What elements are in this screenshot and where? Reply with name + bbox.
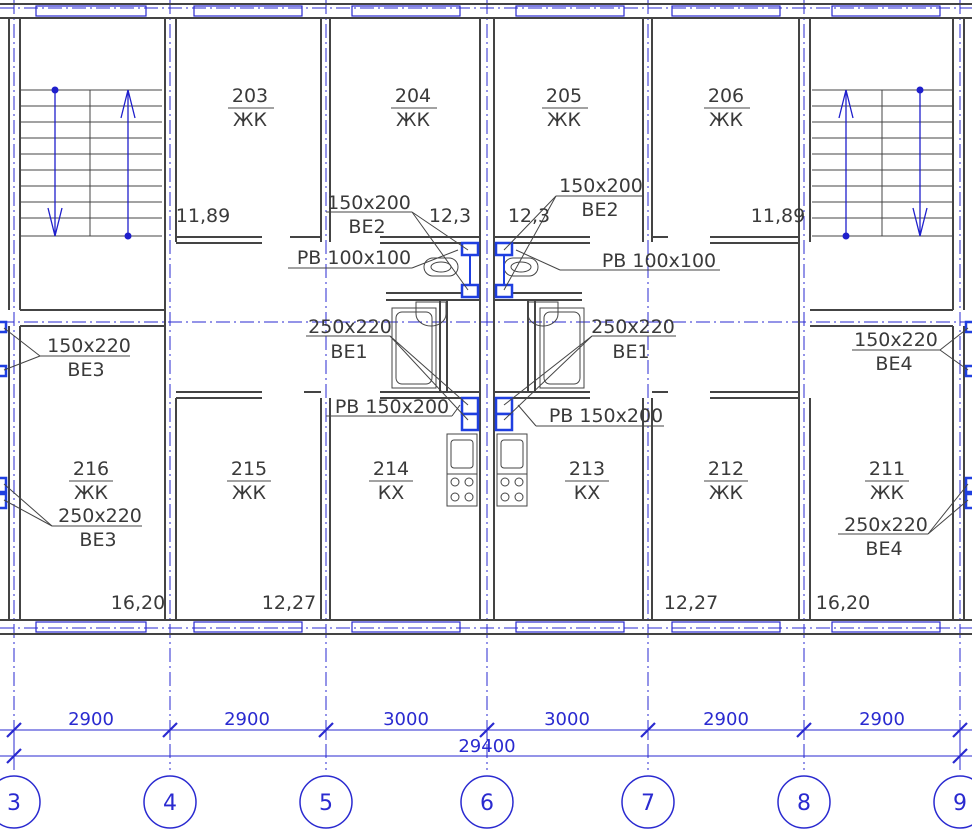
duct-labels: 150x200 ВЕ2 РВ 100x100 150x200 ВЕ2 РВ 10… xyxy=(47,175,938,560)
room-212-number: 212 xyxy=(708,458,744,480)
leader-lines xyxy=(3,195,969,535)
duct-be1-right-name: ВЕ1 xyxy=(612,341,649,363)
duct-rv-upper-left: РВ 100x100 xyxy=(297,247,411,269)
room-203-use: ЖК xyxy=(233,109,267,131)
axis-bubble-8 xyxy=(777,775,831,829)
axis-bubble-6 xyxy=(460,775,514,829)
axis-grid xyxy=(0,0,972,770)
duct-be3-bottom-name: ВЕ3 xyxy=(79,529,116,551)
room-206-area: 11,89 xyxy=(751,205,805,227)
axis-label-5: 5 xyxy=(319,791,333,816)
axis-label-9: 9 xyxy=(953,791,967,816)
room-213-number: 213 xyxy=(569,458,605,480)
vent-ducts xyxy=(0,241,972,510)
room-216-number: 216 xyxy=(73,458,109,480)
vent-duct-verticals xyxy=(469,255,505,285)
duct-be2-left-name: ВЕ2 xyxy=(348,216,385,238)
room-211-area: 16,20 xyxy=(816,592,870,614)
duct-rv-lower-right: РВ 150x200 xyxy=(549,405,663,427)
room-211-use: ЖК xyxy=(870,482,904,504)
axis-label-4: 4 xyxy=(163,791,177,816)
duct-be3-top-name: ВЕ3 xyxy=(67,359,104,381)
duct-be1-right-size: 250x220 xyxy=(591,316,675,338)
room-204-number: 204 xyxy=(395,85,431,107)
axis-bubbles: 3 4 5 6 7 8 9 xyxy=(0,775,972,829)
room-206-number: 206 xyxy=(708,85,744,107)
dim-span-7-8: 2900 xyxy=(703,709,749,730)
dim-span-5-6: 3000 xyxy=(383,709,429,730)
room-216-use: ЖК xyxy=(74,482,108,504)
duct-be4-bottom-name: ВЕ4 xyxy=(865,538,902,560)
stair-left xyxy=(20,89,162,237)
room-204-use: ЖК xyxy=(396,109,430,131)
room-203-area: 11,89 xyxy=(176,205,230,227)
duct-rv-upper-right: РВ 100x100 xyxy=(602,250,716,272)
stair-arrows xyxy=(47,89,928,237)
duct-be3-bottom-size: 250x220 xyxy=(58,505,142,527)
dim-span-3-4: 2900 xyxy=(68,709,114,730)
room-205-number: 205 xyxy=(546,85,582,107)
duct-be2-right-size: 150x200 xyxy=(559,175,643,197)
axis-bubble-4 xyxy=(143,775,197,829)
dimension-ticks xyxy=(6,722,968,764)
duct-be4-top-size: 150x220 xyxy=(854,329,938,351)
duct-rv-lower-left: РВ 150x200 xyxy=(335,396,449,418)
axis-label-7: 7 xyxy=(641,791,655,816)
room-labels: 203 ЖК 11,89 204 ЖК 12,3 205 ЖК 12,3 206… xyxy=(69,85,909,614)
dim-span-6-7: 3000 xyxy=(544,709,590,730)
room-214-use: КХ xyxy=(378,482,405,504)
room-214-number: 214 xyxy=(373,458,409,480)
dim-span-8-9: 2900 xyxy=(859,709,905,730)
room-211-number: 211 xyxy=(869,458,905,480)
fixtures xyxy=(391,257,585,507)
room-212-area: 12,27 xyxy=(664,592,718,614)
dim-total: 29400 xyxy=(458,736,515,757)
room-205-use: ЖК xyxy=(547,109,581,131)
duct-be4-top-name: ВЕ4 xyxy=(875,353,912,375)
room-205-area: 12,3 xyxy=(508,205,550,227)
axis-label-3: 3 xyxy=(7,791,21,816)
axis-label-6: 6 xyxy=(480,791,494,816)
duct-be2-left-size: 150x200 xyxy=(327,192,411,214)
room-216-area: 16,20 xyxy=(111,592,165,614)
walls xyxy=(0,3,972,635)
room-213-use: КХ xyxy=(574,482,601,504)
dim-span-4-5: 2900 xyxy=(224,709,270,730)
axis-bubble-7 xyxy=(621,775,675,829)
duct-be1-left-size: 250x220 xyxy=(308,316,392,338)
duct-be2-right-name: ВЕ2 xyxy=(581,199,618,221)
stair-right xyxy=(812,89,953,237)
stair-dots xyxy=(51,86,924,240)
windows xyxy=(35,5,941,633)
room-215-number: 215 xyxy=(231,458,267,480)
room-215-use: ЖК xyxy=(232,482,266,504)
axis-label-8: 8 xyxy=(797,791,811,816)
room-203-number: 203 xyxy=(232,85,268,107)
room-212-use: ЖК xyxy=(709,482,743,504)
dimension-values: 2900 2900 3000 3000 2900 2900 29400 xyxy=(68,709,905,757)
axis-bubble-3 xyxy=(0,775,41,829)
axis-bubble-5 xyxy=(299,775,353,829)
room-215-area: 12,27 xyxy=(262,592,316,614)
room-206-use: ЖК xyxy=(709,109,743,131)
duct-be1-left-name: ВЕ1 xyxy=(330,341,367,363)
room-204-area: 12,3 xyxy=(429,205,471,227)
axis-bubble-9 xyxy=(933,775,972,829)
duct-be4-bottom-size: 250x220 xyxy=(844,514,928,536)
duct-be3-top-size: 150x220 xyxy=(47,335,131,357)
